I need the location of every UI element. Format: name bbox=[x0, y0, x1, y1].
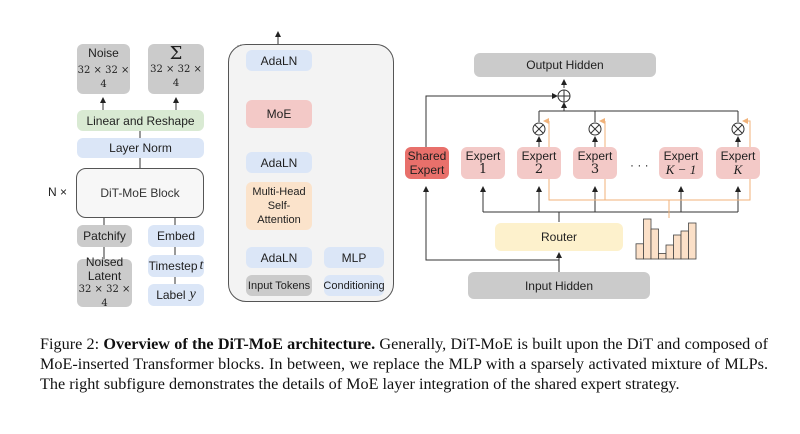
shared-expert-box: Shared Expert bbox=[405, 147, 449, 179]
input-hidden-box: Input Hidden bbox=[468, 272, 650, 299]
timestep-symbol: t bbox=[199, 258, 204, 273]
adaln-mid-box: AdaLN bbox=[246, 152, 312, 173]
linear-reshape-label: Linear and Reshape bbox=[86, 113, 195, 128]
ellipsis: · · · bbox=[630, 158, 649, 172]
expert-label: Expert bbox=[465, 149, 501, 163]
expert-label: Expert bbox=[577, 149, 613, 163]
expert-label: Expert bbox=[720, 149, 756, 163]
adaln-top-label: AdaLN bbox=[260, 53, 298, 68]
expert-box: Expert 2 bbox=[517, 147, 561, 179]
sigma-shape: 32 × 32 × 4 bbox=[150, 64, 202, 89]
histogram-bar bbox=[680, 230, 689, 260]
dit-moe-block: DiT-MoE Block bbox=[76, 168, 204, 218]
adaln-top-box: AdaLN bbox=[246, 50, 312, 71]
repeat-n-label: N × bbox=[48, 185, 68, 199]
patchify-label: Patchify bbox=[83, 229, 126, 243]
noise-output-box: Noise 32 × 32 × 4 bbox=[77, 44, 130, 94]
input-hidden-label: Input Hidden bbox=[524, 278, 594, 293]
histogram-bar bbox=[650, 228, 659, 260]
output-hidden-box: Output Hidden bbox=[474, 53, 656, 77]
noised-latent-line1: Noised bbox=[85, 255, 124, 269]
router-label: Router bbox=[540, 230, 578, 244]
attention-line2: Self-Attention bbox=[257, 200, 301, 226]
expert-index: 3 bbox=[590, 162, 600, 177]
moe-label: MoE bbox=[266, 107, 292, 121]
noise-title: Noise bbox=[88, 46, 119, 60]
moe-box: MoE bbox=[246, 100, 312, 128]
noised-latent-shape: 32 × 32 × 4 bbox=[78, 284, 131, 309]
mlp-box: MLP bbox=[324, 247, 384, 268]
expert-index: K − 1 bbox=[665, 162, 697, 177]
sigma-output-box: Σ 32 × 32 × 4 bbox=[148, 44, 204, 94]
timestep-box: Timestep t bbox=[148, 255, 204, 277]
layer-norm-label: Layer Norm bbox=[109, 141, 172, 155]
expert-box: Expert 1 bbox=[461, 147, 505, 179]
expert-index: 1 bbox=[478, 162, 488, 177]
label-text: Label bbox=[156, 288, 186, 302]
input-tokens-box: Input Tokens bbox=[246, 275, 312, 296]
self-attention-box: Multi-Head Self-Attention bbox=[246, 182, 312, 230]
router-histogram bbox=[635, 218, 697, 260]
mlp-label: MLP bbox=[341, 250, 367, 265]
shared-expert-line1: Shared bbox=[407, 149, 447, 163]
label-box: Label y bbox=[148, 284, 204, 306]
dit-moe-block-label: DiT-MoE Block bbox=[100, 186, 180, 200]
conditioning-box: Conditioning bbox=[323, 275, 385, 296]
noise-shape: 32 × 32 × 4 bbox=[77, 65, 130, 90]
histogram-bar bbox=[688, 222, 697, 260]
histogram-bar bbox=[658, 252, 667, 260]
label-symbol: y bbox=[189, 287, 196, 302]
caption-title: Overview of the DiT-MoE architecture. bbox=[103, 335, 376, 353]
histogram-bar bbox=[665, 244, 674, 260]
expert-box: Expert 3 bbox=[573, 147, 617, 179]
figure-caption: Figure 2: Overview of the DiT-MoE archit… bbox=[40, 334, 768, 394]
input-tokens-label: Input Tokens bbox=[247, 279, 311, 292]
router-box: Router bbox=[495, 223, 623, 251]
expert-label: Expert bbox=[663, 149, 699, 163]
expert-box: Expert K bbox=[716, 147, 760, 179]
shared-expert-line2: Expert bbox=[409, 163, 445, 177]
caption-prefix: Figure 2: bbox=[40, 335, 104, 353]
caption-body: Generally, DiT-MoE is built upon the DiT… bbox=[40, 335, 769, 393]
timestep-label: Timestep bbox=[148, 259, 198, 273]
linear-reshape-box: Linear and Reshape bbox=[77, 110, 204, 131]
output-hidden-label: Output Hidden bbox=[526, 58, 604, 72]
expert-index: K bbox=[733, 162, 743, 177]
embed-box: Embed bbox=[148, 225, 204, 247]
noised-latent-line2: Latent bbox=[87, 269, 122, 283]
conditioning-label: Conditioning bbox=[323, 279, 385, 292]
architecture-figure: Noise 32 × 32 × 4 Σ 32 × 32 × 4 Linear a… bbox=[48, 31, 760, 309]
histogram-bar bbox=[673, 234, 682, 260]
expert-box: Expert K − 1 bbox=[659, 147, 703, 179]
expert-label: Expert bbox=[521, 149, 557, 163]
patchify-box: Patchify bbox=[77, 225, 132, 247]
adaln-bottom-label: AdaLN bbox=[260, 250, 298, 265]
adaln-mid-label: AdaLN bbox=[260, 155, 298, 170]
attention-line1: Multi-Head bbox=[252, 186, 306, 198]
adaln-bottom-box: AdaLN bbox=[246, 247, 312, 268]
expert-index: 2 bbox=[534, 162, 544, 177]
layer-norm-box: Layer Norm bbox=[77, 138, 204, 158]
histogram-bar bbox=[643, 218, 652, 260]
sigma-title: Σ bbox=[169, 43, 183, 64]
noised-latent-box: Noised Latent 32 × 32 × 4 bbox=[77, 255, 132, 309]
embed-label: Embed bbox=[156, 229, 196, 243]
histogram-bar bbox=[635, 243, 644, 260]
